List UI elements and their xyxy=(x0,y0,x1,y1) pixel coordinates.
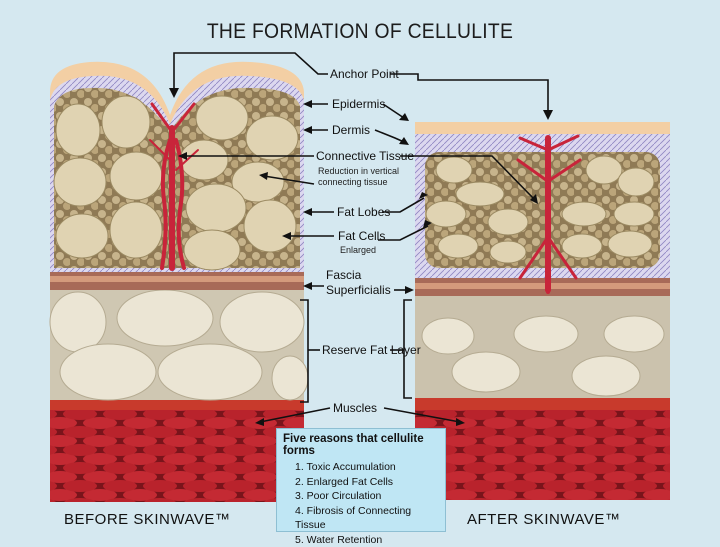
caption-before: BEFORE SKINWAVE™ xyxy=(64,511,230,528)
reason-item: 2. Enlarged Fat Cells xyxy=(295,475,439,490)
label-connective-tissue: Connective Tissue xyxy=(316,149,414,163)
label-fat-cells: Fat Cells xyxy=(338,229,385,243)
label-superficialis: Superficialis xyxy=(326,283,391,297)
muscle-fascia-before xyxy=(50,400,304,410)
before-panel xyxy=(50,62,308,502)
diagram-title: THE FORMATION OF CELLULITE xyxy=(29,20,691,44)
label-fat-lobes: Fat Lobes xyxy=(337,205,390,219)
epidermis-after xyxy=(415,122,670,134)
muscle-layer-before xyxy=(50,410,304,502)
label-fat-cells-note: Enlarged xyxy=(340,245,376,255)
label-connective-note-2: connecting tissue xyxy=(318,177,388,187)
muscle-fascia-after xyxy=(415,398,670,410)
label-anchor-point: Anchor Point xyxy=(330,67,399,81)
caption-after: AFTER SKINWAVE™ xyxy=(467,511,620,528)
muscle-layer-after xyxy=(415,410,670,500)
reasons-list: 1. Toxic Accumulation 2. Enlarged Fat Ce… xyxy=(283,460,439,547)
label-muscles: Muscles xyxy=(333,401,377,415)
reason-item: 3. Poor Circulation xyxy=(295,489,439,504)
after-panel xyxy=(415,122,670,500)
reasons-heading: Five reasons that cellulite forms xyxy=(283,433,439,457)
label-connective-note-1: Reduction in vertical xyxy=(318,166,399,176)
reason-item: 5. Water Retention xyxy=(295,533,439,547)
reasons-box: Five reasons that cellulite forms 1. Tox… xyxy=(276,428,446,532)
label-reserve-fat-layer: Reserve Fat Layer xyxy=(322,343,421,357)
label-epidermis: Epidermis xyxy=(332,97,385,111)
reason-item: 4. Fibrosis of Connecting Tissue xyxy=(295,504,439,533)
label-dermis: Dermis xyxy=(332,123,370,137)
reason-item: 1. Toxic Accumulation xyxy=(295,460,439,475)
label-fascia: Fascia xyxy=(326,268,361,282)
